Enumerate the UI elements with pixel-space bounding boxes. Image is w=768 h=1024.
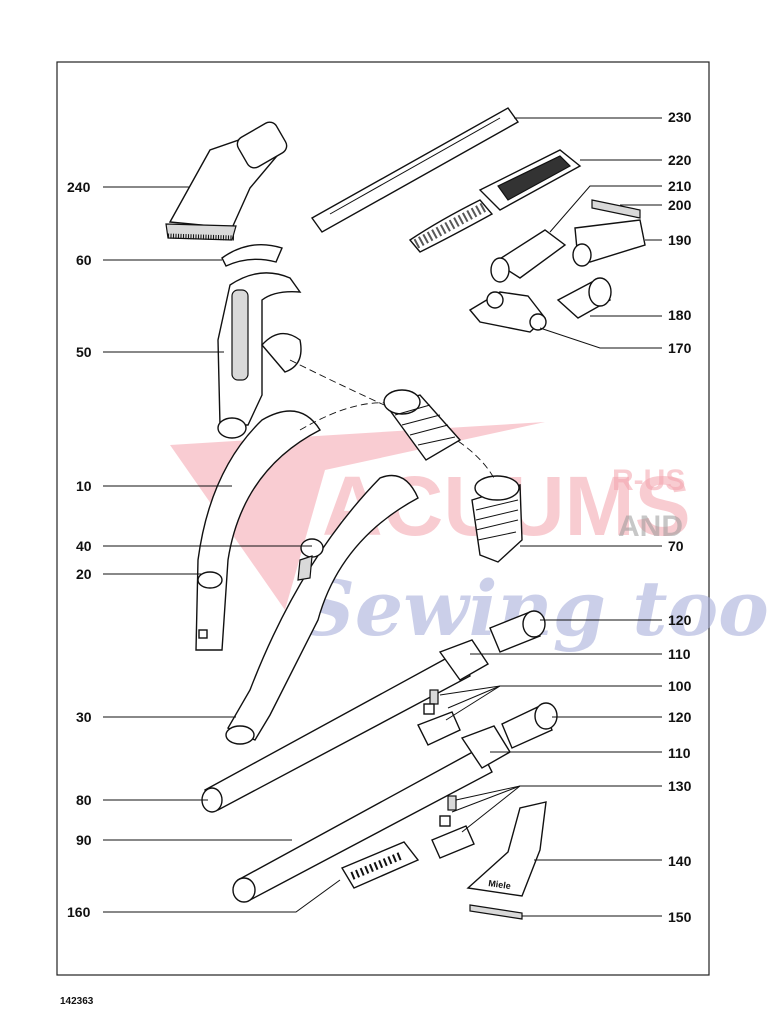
callout-130: 130 — [668, 778, 692, 794]
callout-80: 80 — [76, 792, 92, 808]
brand-mark: Miele — [488, 878, 512, 891]
part-120-ring-lower — [501, 702, 558, 749]
part-190-upholstery-nozzle — [572, 219, 646, 267]
part-180-adapter — [556, 277, 612, 319]
callout-180: 180 — [668, 307, 692, 323]
part-170-accessory-holder — [468, 291, 547, 333]
callout-190: 190 — [668, 232, 692, 248]
part-70-hose-connector — [471, 475, 523, 563]
part-140-crevice-nozzle: Miele — [466, 801, 547, 897]
part-220-flex-crevice — [408, 149, 582, 253]
reference-number: 142363 — [60, 996, 94, 1007]
callout-210: 210 — [668, 178, 692, 194]
callout-240: 240 — [67, 179, 91, 195]
part-150-strip — [469, 904, 523, 920]
part-100-slider — [417, 689, 461, 746]
part-120-ring-upper — [489, 610, 546, 653]
callout-120-upper: 120 — [668, 612, 692, 628]
callout-170: 170 — [668, 340, 692, 356]
part-30-curved-handle — [225, 474, 419, 745]
watermark-and-text: AND — [618, 510, 683, 543]
callout-150: 150 — [668, 909, 692, 925]
callout-10: 10 — [76, 478, 92, 494]
callout-40: 40 — [76, 538, 92, 554]
part-90-telescopic-tube — [232, 725, 511, 903]
part-60-cap — [221, 243, 283, 267]
part-80-telescopic-tube — [201, 639, 489, 813]
callout-140: 140 — [668, 853, 692, 869]
callout-50: 50 — [76, 344, 92, 360]
callout-70: 70 — [668, 538, 684, 554]
callout-110-lower: 110 — [668, 745, 691, 761]
callout-110-upper: 110 — [668, 646, 691, 662]
callout-220: 220 — [668, 152, 692, 168]
part-hose-segment — [383, 389, 462, 461]
part-240-dusting-brush — [165, 121, 288, 241]
callout-60: 60 — [76, 252, 92, 268]
diagram-frame — [56, 61, 710, 976]
watermark-rus-text: R-US — [612, 464, 685, 497]
part-160-brush — [340, 841, 420, 889]
callout-200: 200 — [668, 197, 692, 213]
part-130-slider — [431, 795, 475, 859]
callout-90: 90 — [76, 832, 92, 848]
hose-path-line-2 — [299, 402, 401, 431]
part-50-handle — [217, 272, 302, 439]
part-230-tube — [310, 107, 520, 233]
leader-lines — [103, 117, 662, 917]
part-200-strip — [591, 199, 641, 219]
callout-labels: 240 230 220 210 200 190 180 170 60 50 10… — [67, 109, 692, 925]
hose-path-line — [289, 359, 496, 481]
callout-30: 30 — [76, 709, 92, 725]
callout-20: 20 — [76, 566, 92, 582]
callout-230: 230 — [668, 109, 692, 125]
callout-160: 160 — [67, 904, 91, 920]
callout-100: 100 — [668, 678, 692, 694]
part-210-nozzle — [490, 229, 567, 283]
callout-120-lower: 120 — [668, 709, 692, 725]
part-10-curved-handle — [195, 410, 321, 651]
watermark-sewing-text: Sewing too — [300, 564, 768, 653]
